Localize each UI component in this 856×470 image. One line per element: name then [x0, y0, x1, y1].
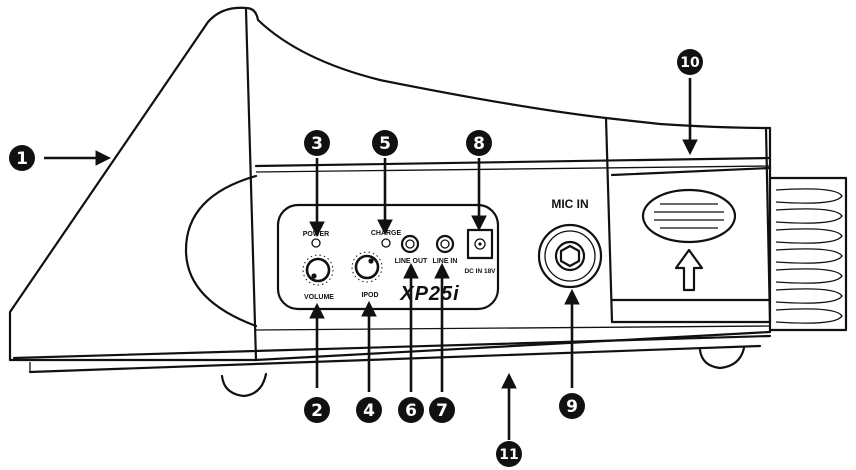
ipod-knob[interactable] — [351, 251, 383, 283]
callout-3: 3 — [304, 130, 330, 156]
svg-text:10: 10 — [680, 55, 700, 71]
charge-led-icon — [381, 238, 391, 248]
callout-leaders — [44, 78, 698, 440]
callout-7: 7 — [429, 397, 455, 423]
ipod-label: IPOD — [361, 292, 378, 299]
speaker-body — [8, 6, 772, 398]
dc-in-jack[interactable] — [466, 228, 494, 260]
svg-text:6: 6 — [405, 401, 417, 421]
mic-in-label: MIC IN — [551, 197, 588, 211]
svg-text:3: 3 — [311, 134, 323, 154]
model-logo: XP25i — [399, 283, 459, 305]
line-in-label: LINE IN — [433, 258, 458, 265]
line-out-label: LINE OUT — [395, 258, 428, 265]
svg-text:5: 5 — [379, 134, 391, 154]
battery-compartment — [604, 116, 772, 324]
power-led-icon — [311, 238, 321, 248]
callout-4: 4 — [356, 397, 382, 423]
svg-text:11: 11 — [499, 447, 518, 463]
volume-label: VOLUME — [304, 294, 334, 301]
callout-10: 10 — [677, 49, 703, 75]
callout-9: 9 — [559, 393, 585, 419]
volume-knob[interactable] — [302, 254, 334, 286]
mic-in-jack[interactable] — [537, 223, 603, 289]
line-in-jack[interactable] — [435, 234, 455, 254]
svg-text:1: 1 — [16, 149, 28, 169]
callout-6: 6 — [398, 397, 424, 423]
svg-text:8: 8 — [473, 134, 485, 154]
svg-text:7: 7 — [436, 401, 448, 421]
control-panel: POWER VOLUME IPOD CHARGE LINE OUT L — [276, 203, 500, 311]
svg-text:2: 2 — [311, 401, 323, 421]
svg-text:4: 4 — [363, 401, 375, 421]
callout-1: 1 — [9, 145, 35, 171]
svg-text:9: 9 — [566, 397, 578, 417]
callout-5: 5 — [372, 130, 398, 156]
callout-8: 8 — [466, 130, 492, 156]
callout-11: 11 — [496, 441, 522, 467]
grille — [768, 176, 848, 332]
line-out-jack[interactable] — [400, 234, 420, 254]
dc-in-label: DC IN 18V — [464, 268, 496, 275]
callout-2: 2 — [304, 397, 330, 423]
